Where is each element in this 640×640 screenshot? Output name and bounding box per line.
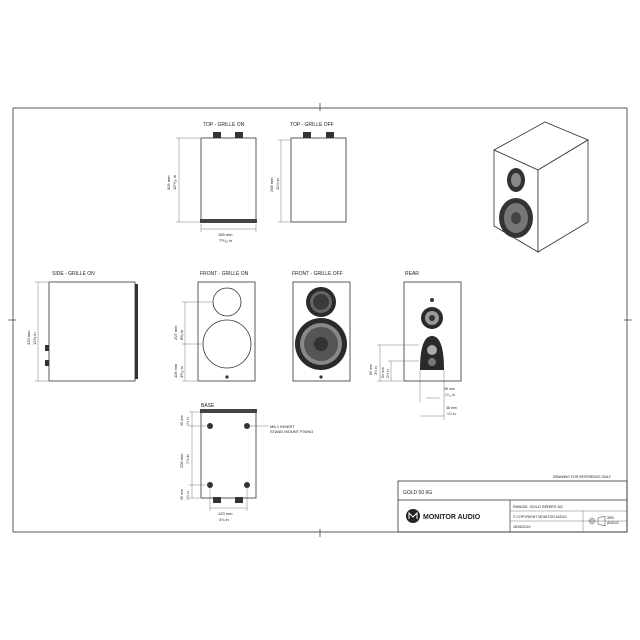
dim-base-d3-in: 1⅜ in [186, 491, 190, 500]
dim-side-height-mm: 320 mm [26, 330, 31, 345]
view-label-top-grille-on: TOP - GRILLE ON [203, 122, 245, 128]
binding-post-icon [235, 132, 243, 138]
view-base: BASE M6-1 INSERT STAND MOUNT FIXING 35 m… [179, 403, 313, 522]
projection-label-angle: ANGLE [607, 521, 620, 525]
third-angle-projection-icon [588, 515, 606, 527]
dim-front-h2-mm: 116 mm [173, 363, 178, 378]
view-label-front-grille-on: FRONT - GRILLE ON [200, 271, 249, 277]
title-block: DRAWING FOR REFERENCE ONLY GOLD 50 6G MO… [397, 475, 628, 533]
copyright-label: © COPYRIGHT MONITOR AUDIO [513, 515, 567, 519]
dim-rear-h2-in: 2½ in [386, 369, 390, 378]
dim-base-d3-mm: 35 mm [180, 489, 184, 500]
range-label: RANGE: GOLD SERIES 6G [513, 504, 563, 509]
view-top-grille-off: TOP - GRILLE OFF 298 mm 11¾ in [269, 122, 347, 223]
dim-rear-w1-in: 1⁷⁄₁₆ in [445, 393, 455, 397]
woofer-outline-icon [202, 319, 252, 369]
dim-top-height-in: 11¹⁵⁄₁₆ in [172, 175, 177, 190]
view-rear: REAR 89 mm 3½ in 54 mm 2½ in 36 mm 1⁷⁄₁₆… [369, 271, 462, 420]
view-front-grille-on: FRONT - GRILLE ON 207 mm 8¹⁄₈ in 116 mm … [173, 271, 256, 382]
dim-front-h1-in: 8¹⁄₈ in [179, 330, 184, 340]
binding-post-icon [213, 497, 221, 503]
view-front-grille-off: FRONT - GRILLE OFF [292, 271, 351, 382]
projection-label-3rd: 3RD [607, 516, 614, 520]
dim-front-h1-mm: 207 mm [173, 325, 178, 340]
dim-base-width-mm: 120 mm [218, 511, 233, 516]
dim-top-height-mm: 305 mm [166, 175, 171, 190]
tweeter-outline-icon [212, 287, 242, 317]
dim-rear-w2-mm: 48 mm [446, 406, 457, 410]
binding-post-icon [235, 497, 243, 503]
dim-rear-h1-in: 3½ in [374, 366, 378, 375]
view-label-side-grille-on: SIDE - GRILLE ON [52, 271, 95, 277]
dim-rear-w2-in: 1⅞ in [447, 412, 456, 416]
stand-insert-icon [244, 482, 250, 488]
binding-post-icon [326, 132, 334, 138]
date-label: 28/05/2024 [513, 525, 531, 529]
view-label-top-grille-off: TOP - GRILLE OFF [290, 122, 334, 128]
dim-top-width-mm: 185 mm [218, 232, 233, 237]
dim-rear-h2-mm: 54 mm [381, 367, 385, 378]
brand-logo-icon [406, 509, 420, 523]
dim-rear-w1-mm: 36 mm [444, 387, 455, 391]
dim-topoff-height-mm: 298 mm [269, 177, 274, 192]
view-side-grille-on: SIDE - GRILLE ON 320 mm 12⁵⁄₈ in [26, 271, 138, 382]
annotation-stand-mount: STAND MOUNT FIXING [270, 429, 313, 434]
stand-insert-icon [244, 423, 250, 429]
isometric-view [493, 121, 589, 253]
dim-base-width-in: 4¾ in [219, 517, 229, 522]
reference-note: DRAWING FOR REFERENCE ONLY [553, 475, 612, 479]
binding-post-icon [303, 132, 311, 138]
dim-topoff-height-in: 11¾ in [275, 178, 280, 190]
stand-insert-icon [207, 482, 213, 488]
annotation-insert: M6-1 INSERT [270, 424, 295, 429]
dim-rear-h1-mm: 89 mm [369, 364, 373, 375]
model-name: GOLD 50 6G [403, 490, 432, 496]
binding-post-icon [213, 132, 221, 138]
brand-name: MONITOR AUDIO [423, 514, 481, 521]
dim-base-d2-mm: 200 mm [179, 453, 184, 468]
dim-side-height-in: 12⁵⁄₈ in [32, 332, 37, 345]
dim-base-d2-in: 7⅞ in [185, 454, 190, 464]
view-label-front-grille-off: FRONT - GRILLE OFF [292, 271, 343, 277]
dim-base-d1-mm: 35 mm [180, 415, 184, 426]
view-label-base: BASE [201, 403, 215, 409]
dim-top-width-in: 7¹⁵⁄₁₆ in [219, 238, 232, 243]
binding-post-icon [45, 360, 49, 366]
view-label-rear: REAR [405, 271, 419, 277]
stand-insert-icon [207, 423, 213, 429]
view-top-grille-on: TOP - GRILLE ON 305 mm 11¹⁵⁄₁₆ in 185 mm… [166, 122, 257, 243]
dim-front-h2-in: 4⁹⁄₁₆ in [179, 366, 184, 378]
dim-base-d1-in: 1⅜ in [186, 417, 190, 426]
binding-post-icon [45, 345, 49, 351]
